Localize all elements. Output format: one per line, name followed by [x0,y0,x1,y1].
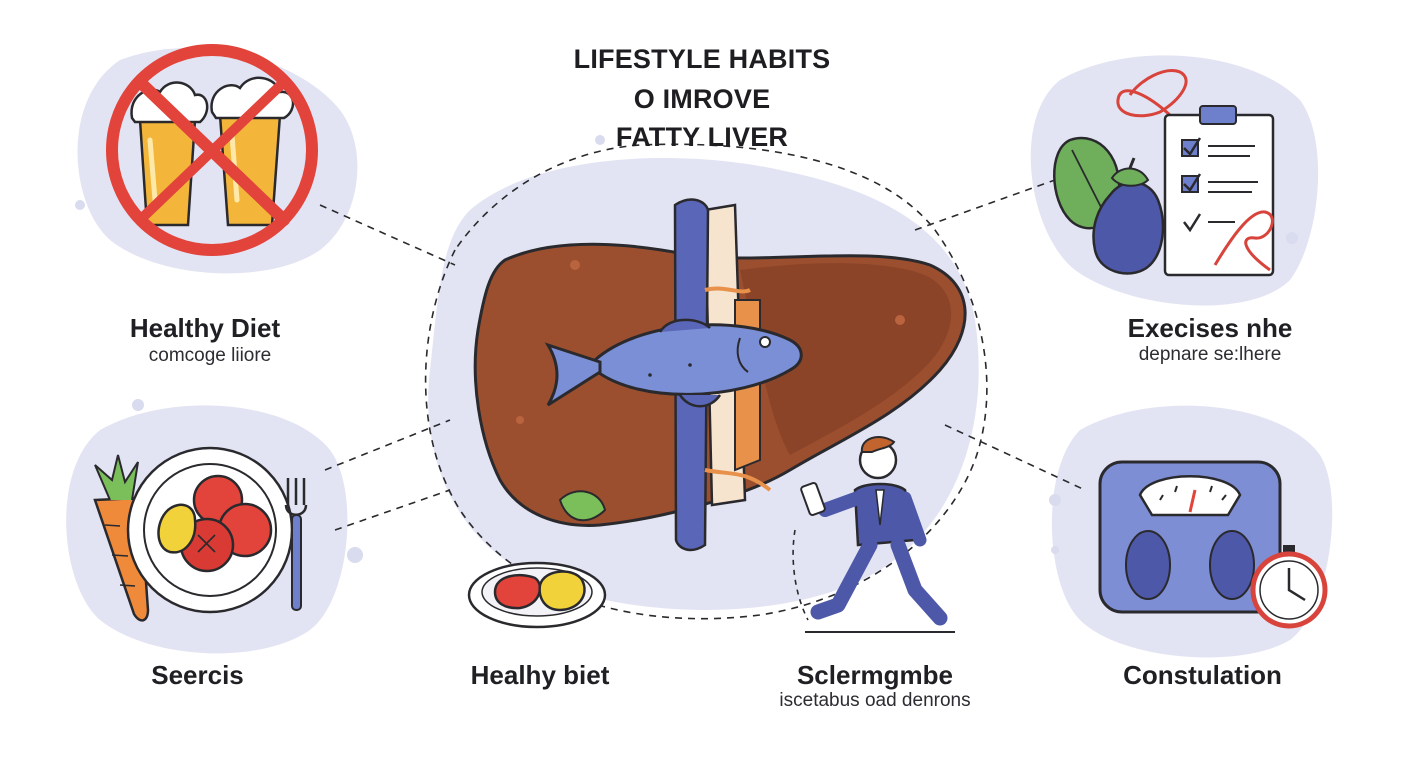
exercises-subtitle: depnare se:lhere [1138,344,1282,365]
stopwatch-icon [1250,545,1328,629]
fish-icon [544,318,803,408]
page-title-line-1: LIFESTYLE HABITS [573,44,831,74]
seercis-heading: Seercis [151,660,244,690]
plate-vegetables-icon [126,446,294,614]
weight-scale-icon [1098,460,1282,614]
dashed-connectors [319,143,1086,620]
fork-icon [284,478,308,611]
page-title-line-3: FATTY LIVER [615,122,789,152]
checklist-icon [1163,105,1275,277]
walking-man-icon [792,436,955,633]
no-alcohol-icon [106,44,318,256]
sclermgmbe-heading: Sclermgmbe [796,660,954,690]
healthy-diet-subtitle: comcoge liiore [148,345,272,366]
eggplant-icon [1092,157,1165,275]
consultation-heading: Constulation [1123,660,1282,690]
healthy-biet-heading: Healhy biet [470,660,610,690]
exercises-heading: Execises nhe [1127,313,1293,343]
heart-icon [1116,69,1188,122]
healthy-diet-heading: Healthy Diet [129,313,281,343]
sclermgmbe-subtitle: iscetabus oad denrons [779,690,971,711]
page-title-line-2: O IMROVE [633,84,771,114]
food-plate-icon [467,561,607,629]
